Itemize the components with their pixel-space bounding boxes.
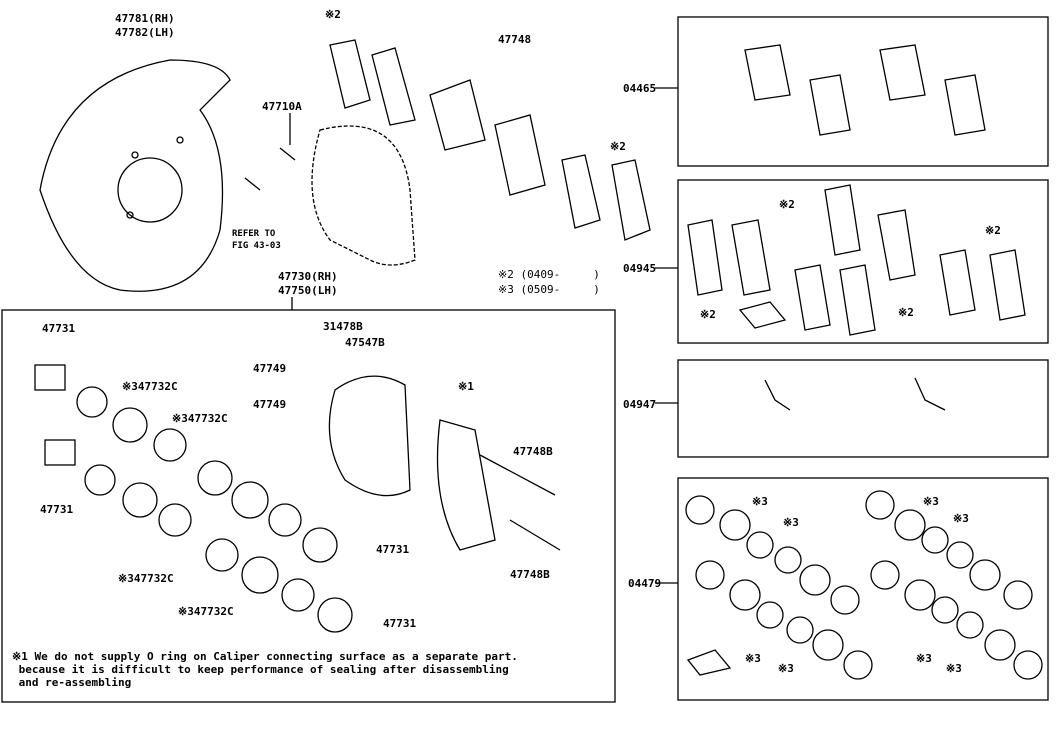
caliper-lower — [328, 375, 561, 551]
footnote: ※1 We do not supply O ring on Caliper co… — [12, 650, 518, 689]
label-47731: 47731 — [42, 322, 76, 335]
brake-pads-upper — [244, 39, 651, 241]
label-47732C: ※347732C — [118, 572, 174, 585]
dust-shield — [39, 59, 231, 292]
label-47732C: ※347732C — [122, 380, 178, 393]
label-note3: ※3 — [783, 516, 799, 529]
label-31478B: 31478B — [323, 320, 363, 333]
label-note3: ※3 — [953, 512, 969, 525]
label-04947: 04947 — [623, 398, 657, 411]
label-47750: 47750(LH) — [278, 284, 338, 297]
label-47731: 47731 — [383, 617, 417, 630]
box-04465 — [677, 16, 1049, 167]
label-04945: 04945 — [623, 262, 657, 275]
caliper-upper — [311, 125, 416, 266]
label-note3: ※3 — [923, 495, 939, 508]
label-note2: ※2 — [898, 306, 914, 319]
note2-range: ※2 (0409- ) — [498, 268, 600, 281]
label-refer: REFER TO — [232, 229, 276, 239]
box-04479 — [677, 477, 1049, 701]
label-47781: 47781(RH) — [115, 12, 175, 25]
label-note2: ※2 — [700, 308, 716, 321]
caliper-assembly-box — [1, 309, 616, 703]
note3-range: ※3 (0509- ) — [498, 283, 600, 296]
label-note3: ※3 — [916, 652, 932, 665]
label-47731: 47731 — [40, 503, 74, 516]
label-note1: ※1 — [458, 380, 474, 393]
label-47732C: ※347732C — [178, 605, 234, 618]
label-note3: ※3 — [778, 662, 794, 675]
label-note2: ※2 — [325, 8, 341, 21]
box-04947 — [677, 359, 1049, 458]
label-47547B: 47547B — [345, 336, 385, 349]
label-fig: FIG 43-03 — [232, 241, 281, 251]
label-47749: 47749 — [253, 362, 287, 375]
label-47748B: 47748B — [513, 445, 553, 458]
label-note2: ※2 — [610, 140, 626, 153]
label-04465: 04465 — [623, 82, 657, 95]
label-note3: ※3 — [745, 652, 761, 665]
label-47782: 47782(LH) — [115, 26, 175, 39]
leader-lines — [289, 87, 678, 584]
label-47748: 47748 — [498, 33, 532, 46]
label-47731: 47731 — [376, 543, 410, 556]
label-note2: ※2 — [985, 224, 1001, 237]
pistons-and-seals — [34, 364, 353, 633]
label-47710A: 47710A — [262, 100, 302, 113]
label-note3: ※3 — [946, 662, 962, 675]
label-47730: 47730(RH) — [278, 270, 338, 283]
label-note3: ※3 — [752, 495, 768, 508]
label-47749: 47749 — [253, 398, 287, 411]
label-47748B: 47748B — [510, 568, 550, 581]
label-note2: ※2 — [779, 198, 795, 211]
label-47732C: ※347732C — [172, 412, 228, 425]
label-04479: 04479 — [628, 577, 662, 590]
kit-parts — [685, 44, 1043, 680]
box-04945 — [677, 179, 1049, 344]
